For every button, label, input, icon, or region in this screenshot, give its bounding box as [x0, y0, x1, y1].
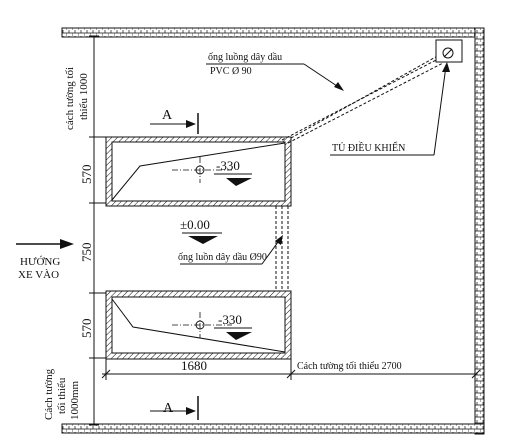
direction-arrow-icon [16, 239, 74, 249]
level-pit-top: -330 [216, 158, 240, 173]
left-dimension-chain [89, 35, 108, 426]
dim-pit-length: 1680 [181, 358, 207, 373]
level-floor: ±0.00 [180, 217, 210, 232]
wall-bottom [61, 423, 485, 434]
wall-bottom-label-3: 1000mm [69, 380, 81, 420]
wall-bottom-label-2: tối thiểu [56, 377, 68, 414]
pipe-top-label-2: PVC Ø 90 [210, 66, 252, 77]
direction-label-2: XE VÀO [18, 269, 59, 281]
dim-gap: 750 [79, 243, 94, 263]
leader-pipe-mid [180, 235, 283, 265]
pit-top [105, 136, 292, 207]
level-pit-bottom: -330 [218, 312, 242, 327]
wall-bottom-label-1: Cách tường [43, 368, 55, 420]
level-marker-floor [182, 232, 222, 244]
pipe-mid-label: ống luồn dây dầu Ø90 [178, 252, 267, 263]
section-label-bottom: A [163, 401, 174, 416]
pipe-top-label-1: ống luồng dây dầu [208, 52, 282, 63]
section-marker-top [150, 113, 199, 134]
control-cabinet-label: TỦ ĐIỀU KHIỂN [332, 141, 405, 154]
control-cabinet [435, 39, 463, 63]
pit-bottom [105, 290, 292, 360]
right-dimension [291, 369, 481, 379]
wall-right-label: Cách tường tối thiểu 2700 [297, 361, 402, 372]
leader-control-cabinet [330, 62, 450, 156]
dim-pit-bottom-height: 570 [79, 319, 94, 339]
direction-label-1: HƯỚNG [20, 256, 60, 268]
wall-right [474, 27, 485, 435]
wall-top-label-2: thiểu 1000 [78, 73, 90, 120]
dim-pit-top-height: 570 [79, 165, 94, 185]
level-marker-bottom [214, 327, 252, 340]
section-marker-bottom [150, 396, 199, 420]
leader-pipe-top [206, 63, 344, 91]
pipe-between-pits [275, 206, 289, 291]
wall-top [61, 27, 485, 38]
wall-top-label-1: cách tường tối [64, 67, 76, 130]
section-label-top: A [162, 108, 173, 123]
pipe-to-cabinet [281, 53, 444, 144]
level-marker-top [214, 173, 252, 186]
